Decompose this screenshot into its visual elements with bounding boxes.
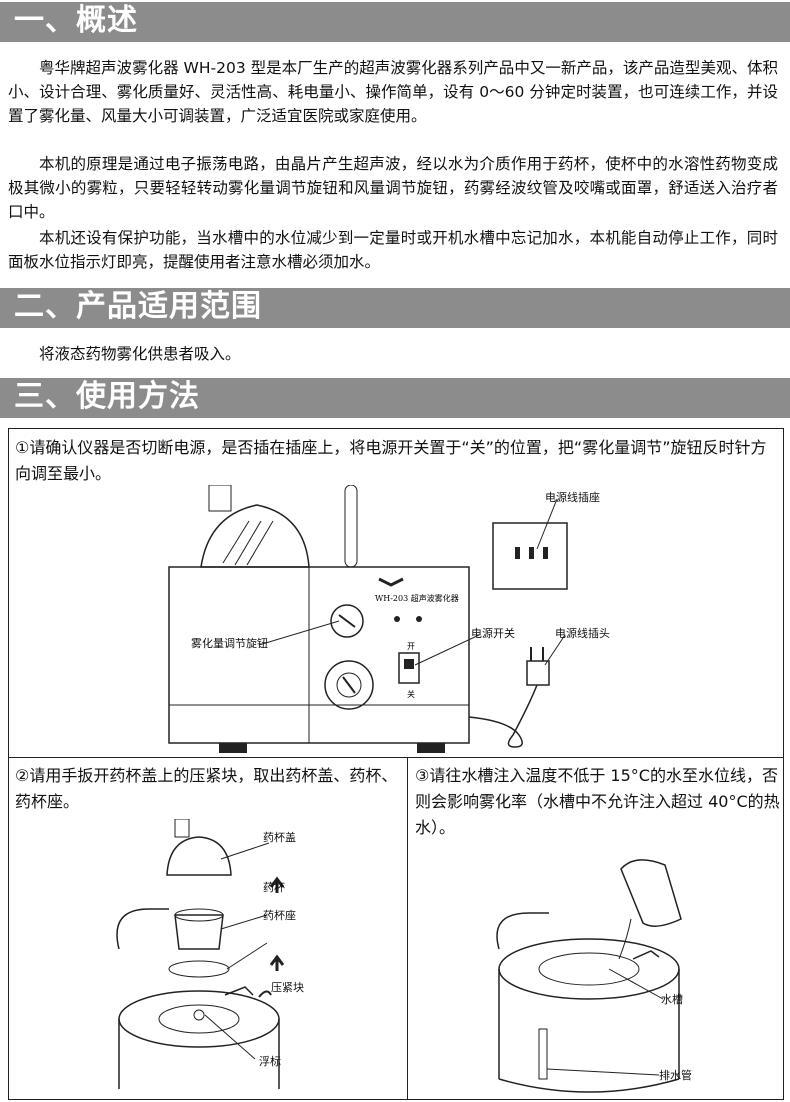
nebulizer-body xyxy=(168,485,566,753)
plug-label: 电源线插头 xyxy=(555,627,610,640)
cup-seat-label: 药杯座 xyxy=(263,909,296,922)
drain-label: 排水管 xyxy=(659,1069,692,1082)
switch-label: 电源开关 xyxy=(471,627,515,640)
usage-steps-frame: ①请确认仪器是否切断电源，是否插在插座上，将电源开关置于“关”的位置，把“雾化量… xyxy=(8,428,784,1100)
knob-label: 雾化量调节旋钮 xyxy=(191,637,268,650)
wall-socket xyxy=(492,498,568,590)
overview-paragraph-1: 粤华牌超声波雾化器 WH-203 型是本厂生产的超声波雾化器系列产品中又一新产品… xyxy=(8,59,778,125)
float-label: 浮标 xyxy=(259,1055,281,1068)
overview-paragraph-3: 本机还设有保护功能，当水槽中的水位减少到一定量时或开机水槽中忘记加水，本机能自动… xyxy=(8,229,778,271)
step-divider-vertical xyxy=(407,757,408,1099)
cup-removal-illustration xyxy=(116,819,285,1089)
overview-paragraph-2: 本机的原理是通过电子振荡电路，由晶片产生超声波，经以水为介质作用于药杯，使杯中的… xyxy=(8,155,778,221)
step-3-text: ③请往水槽注入温度不低于 15°C的水至水位线，否则会影响雾化率（水槽中不允许注… xyxy=(415,766,780,837)
socket-label: 电源线插座 xyxy=(545,491,600,504)
section-title-usage: 三、使用方法 xyxy=(0,378,790,418)
step-2-text: ②请用手扳开药杯盖上的压紧块，取出药杯盖、药杯、药杯座。 xyxy=(15,766,398,811)
switch-off-label: 关 xyxy=(407,689,415,699)
section-title-overview: 一、概述 xyxy=(0,2,790,42)
scope-text: 将液态药物雾化供患者吸入。 xyxy=(39,345,241,363)
cup-label: 药杯 xyxy=(263,881,285,894)
tank-label: 水槽 xyxy=(661,993,683,1006)
switch-on-label: 开 xyxy=(407,642,415,651)
water-fill-illustration xyxy=(496,859,682,1093)
model-label: WH-203 超声波雾化器 xyxy=(375,593,459,603)
nebulizer-illustration: WH-203 超声波雾化器 开 关 xyxy=(168,485,568,753)
clamp-label: 压紧块 xyxy=(271,981,304,994)
step-divider-horizontal xyxy=(9,757,783,758)
section-title-scope: 二、产品适用范围 xyxy=(0,288,790,328)
cup-lid-label: 药杯盖 xyxy=(263,831,296,844)
step-1-text: ①请确认仪器是否切断电源，是否插在插座上，将电源开关置于“关”的位置，把“雾化量… xyxy=(15,438,767,483)
